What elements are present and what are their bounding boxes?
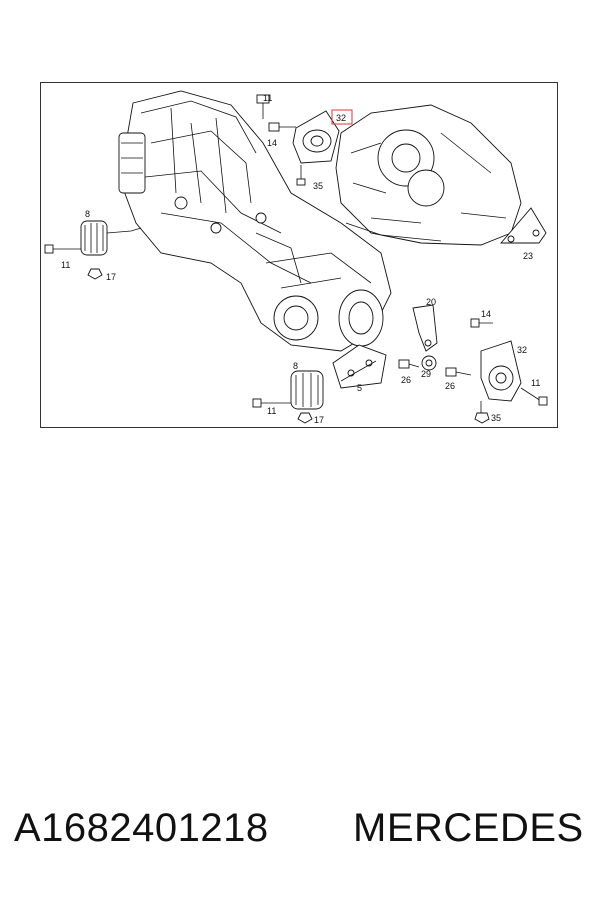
- callout-8-left: 8: [85, 209, 90, 219]
- callout-35-top: 35: [313, 181, 323, 191]
- callout-11-bottom: 11: [267, 406, 276, 416]
- callout-8-bottom: 8: [293, 361, 298, 371]
- callout-29: 29: [421, 369, 431, 379]
- top-engine-mount-32: [256, 94, 340, 186]
- bracket-23: [500, 207, 547, 244]
- callout-5: 5: [357, 383, 362, 393]
- callout-26-b: 26: [445, 381, 455, 391]
- callout-11-top: 11: [263, 93, 272, 103]
- highlight-box-32: [331, 109, 353, 125]
- callout-11-left: 11: [61, 260, 70, 270]
- engine-mount-illustration: 11 14 32 35 8 11 17 23 20 14 32 26 29 26…: [44, 90, 548, 425]
- right-engine-mount-32: [470, 318, 548, 424]
- callout-14-right: 14: [481, 309, 491, 319]
- callout-17-bottom: 17: [314, 415, 324, 425]
- callout-32-top: 32: [336, 113, 346, 123]
- callout-17-left: 17: [106, 272, 116, 282]
- callout-35-right: 35: [491, 413, 501, 423]
- callout-23: 23: [523, 251, 533, 261]
- fastener-group-26-29: [398, 355, 472, 377]
- part-number-label: A1682401218: [14, 806, 269, 850]
- brand-label: MERCEDES: [353, 806, 584, 850]
- parts-diagram: 11 14 32 35 8 11 17 23 20 14 32 26 29 26…: [40, 82, 558, 428]
- left-engine-mount-8: [44, 220, 142, 280]
- callout-14-top: 14: [267, 138, 277, 148]
- callout-20: 20: [426, 297, 436, 307]
- callout-32-right: 32: [517, 345, 527, 355]
- engine-block-drawing: [118, 90, 392, 352]
- callout-26-a: 26: [401, 375, 411, 385]
- bracket-5: [332, 344, 387, 389]
- transmission-drawing: [335, 104, 522, 246]
- bottom-engine-mount-8: [252, 370, 324, 424]
- callout-11-right: 11: [531, 378, 540, 388]
- bracket-20: [412, 304, 438, 352]
